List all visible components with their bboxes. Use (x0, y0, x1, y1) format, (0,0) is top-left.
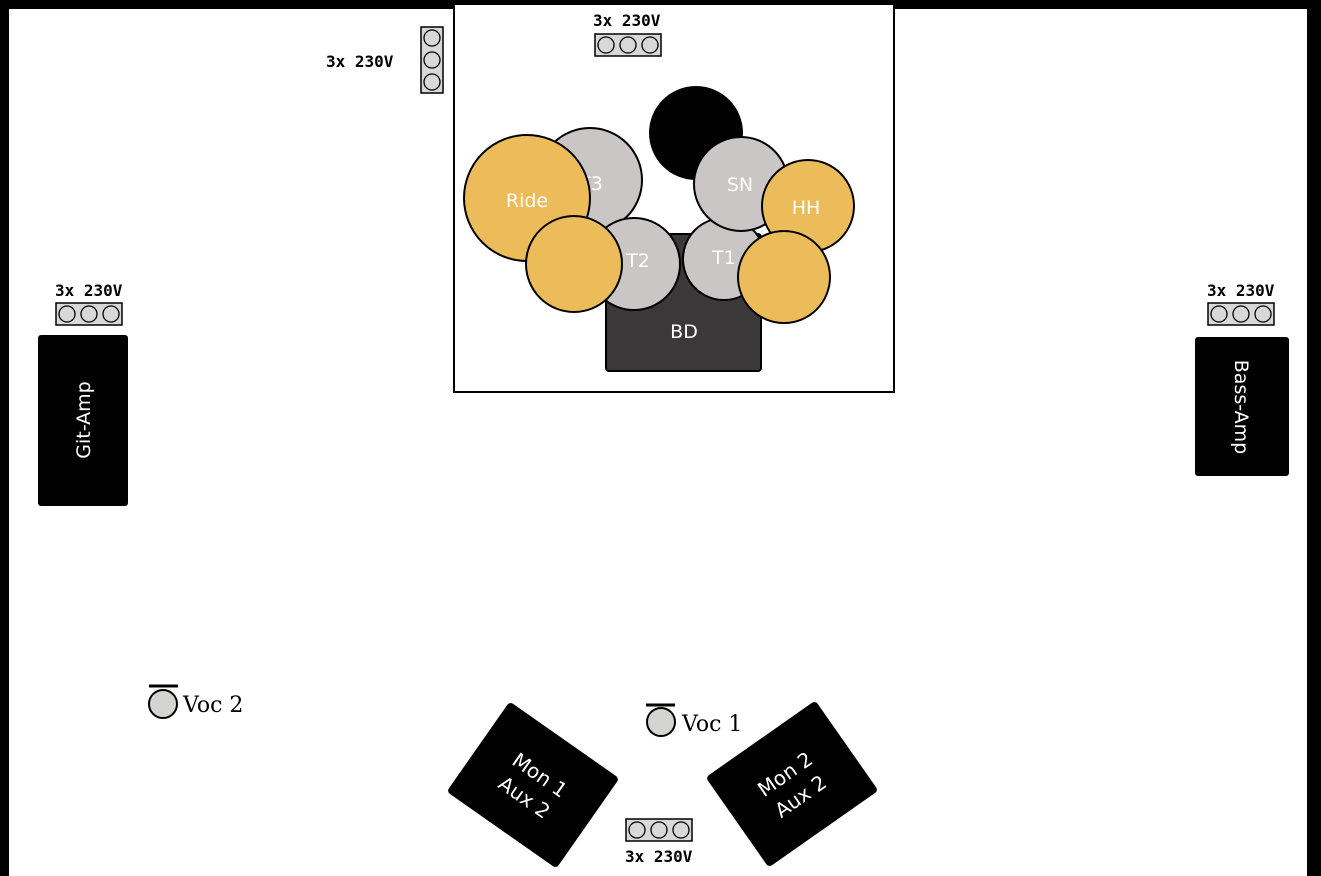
bass-amp: Bass-Amp (1195, 337, 1289, 476)
tom-1-label: T1 (711, 247, 736, 269)
power-strip-front: 3x 230V (625, 818, 693, 866)
power-strip-riser-left: 3x 230V (326, 26, 444, 94)
power-label: 3x 230V (326, 52, 394, 71)
power-strip-guitar: 3x 230V (55, 281, 123, 326)
hihat-label: HH (792, 197, 821, 219)
snare-label: SN (727, 174, 753, 196)
power-label: 3x 230V (1207, 281, 1275, 300)
vocal-mic-2: Voc 2 (148, 684, 243, 719)
power-label: 3x 230V (625, 847, 693, 866)
vocal-mic-2-label: Voc 2 (182, 693, 243, 718)
power-strip-bass: 3x 230V (1207, 281, 1275, 326)
monitor-1: Mon 1 Aux 2 (448, 703, 618, 867)
ride-cymbal-label: Ride (506, 190, 548, 212)
bass-amp-label: Bass-Amp (1230, 360, 1252, 454)
guitar-amp: Git-Amp (38, 335, 128, 506)
vocal-mic-1-label: Voc 1 (681, 712, 742, 737)
vocal-mic-1: Voc 1 (646, 703, 742, 737)
power-label: 3x 230V (55, 281, 123, 300)
guitar-amp-label: Git-Amp (73, 381, 95, 458)
drum-kit: BD T3 Ride T2 T1 SN HH (463, 86, 855, 372)
crash-cymbal-right (737, 230, 831, 324)
monitor-2: Mon 2 Aux 2 (707, 702, 877, 866)
power-label: 3x 230V (593, 11, 661, 30)
bass-drum-label: BD (670, 321, 698, 343)
tom-2-label: T2 (625, 250, 650, 272)
power-strip-riser-top: 3x 230V (593, 11, 662, 57)
crash-cymbal-left (525, 215, 623, 313)
